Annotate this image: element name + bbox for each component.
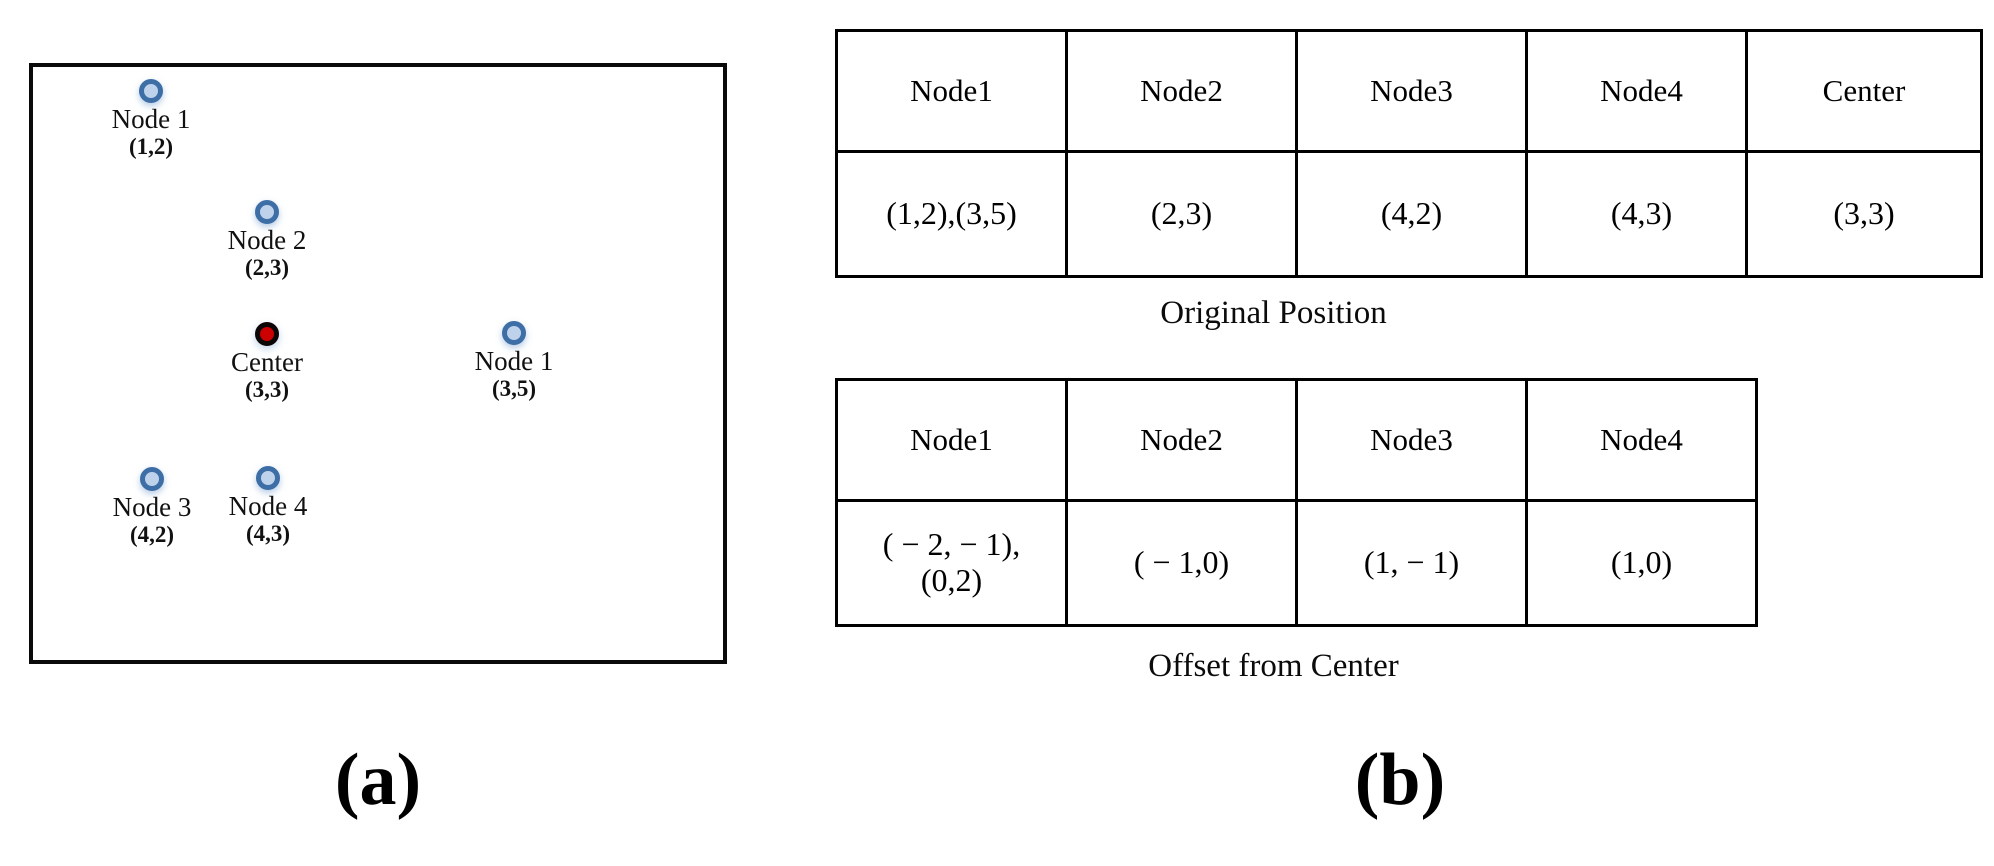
figure-label-b: (b)	[1354, 739, 1446, 821]
node-coordinate-label: (3,3)	[244, 377, 290, 403]
node-coordinate-label: (1,2)	[128, 134, 174, 160]
node-marker-icon	[139, 79, 163, 103]
table-value-cell: (2,3)	[1065, 150, 1298, 278]
original-position-table: Node1 Node2 Node3 Node4 (1,2),(3,5) (2,3…	[835, 29, 1758, 278]
node-label-group: Node 1 (1,2)	[11, 104, 291, 160]
table-value-cell: (4,3)	[1525, 150, 1758, 278]
table-row: ( − 2, − 1),(0,2) ( − 1,0) (1, − 1) (1,0…	[835, 499, 1758, 627]
node-label-group: Node 4 (4,3)	[128, 491, 408, 547]
node-label-group: Center (3,3)	[127, 347, 407, 403]
figure-label-a: (a)	[334, 739, 422, 821]
offset-from-center-table: Node1 Node2 Node3 Node4 ( − 2, − 1),(0,2…	[835, 378, 1758, 627]
table-header-row: Node1 Node2 Node3 Node4	[835, 378, 1758, 502]
center-marker-icon	[255, 322, 279, 346]
node-coordinate-label: (2,3)	[244, 255, 290, 281]
table-value-cell: (1,0)	[1525, 499, 1758, 627]
table-header-cell: Node2	[1065, 378, 1298, 502]
node-layout-panel: Node 1 (1,2) Node 2 (2,3) Center (3,3) N…	[29, 63, 727, 664]
table-header-row: Node1 Node2 Node3 Node4	[835, 29, 1758, 153]
node-name-label: Center	[231, 347, 303, 377]
node-name-label: Node 2	[227, 225, 307, 255]
original-position-caption: Original Position	[1160, 295, 1387, 331]
node-label-group: Node 2 (2,3)	[127, 225, 407, 281]
table-value-cell: ( − 1,0)	[1065, 499, 1298, 627]
node-marker-icon	[502, 321, 526, 345]
node-marker-icon	[256, 466, 280, 490]
node-label-group: Node 3 (4,2)	[12, 492, 292, 548]
table-value-cell: (3,3)	[1745, 150, 1983, 278]
node-marker-icon	[140, 467, 164, 491]
node-coordinate-label: (4,3)	[245, 521, 291, 547]
node-name-label: Node 3	[112, 492, 192, 522]
table-header-cell: Node1	[835, 378, 1068, 502]
table-value-cell: (4,2)	[1295, 150, 1528, 278]
node-label-group: Node 1 (3,5)	[374, 346, 654, 402]
table-value-cell: (1,2),(3,5)	[835, 150, 1068, 278]
table-row: (1,2),(3,5) (2,3) (4,2) (4,3)	[835, 150, 1758, 278]
table-value-cell: (1, − 1)	[1295, 499, 1528, 627]
table-header-row: Center	[1745, 29, 1983, 153]
table-header-cell: Node4	[1525, 378, 1758, 502]
table-value-cell: ( − 2, − 1),(0,2)	[835, 499, 1068, 627]
table-header-cell: Node4	[1525, 29, 1758, 153]
table-header-cell: Node3	[1295, 378, 1528, 502]
node-coordinate-label: (4,2)	[129, 522, 175, 548]
center-table: Center (3,3)	[1745, 29, 1983, 278]
offset-from-center-caption: Offset from Center	[1148, 648, 1399, 684]
node-name-label: Node 4	[228, 491, 308, 521]
table-header-cell: Center	[1745, 29, 1983, 153]
node-name-label: Node 1	[111, 104, 191, 134]
table-header-cell: Node2	[1065, 29, 1298, 153]
table-header-cell: Node1	[835, 29, 1068, 153]
node-marker-icon	[255, 200, 279, 224]
table-row: (3,3)	[1745, 150, 1983, 278]
node-name-label: Node 1	[474, 346, 554, 376]
node-coordinate-label: (3,5)	[491, 376, 537, 402]
table-header-cell: Node3	[1295, 29, 1528, 153]
